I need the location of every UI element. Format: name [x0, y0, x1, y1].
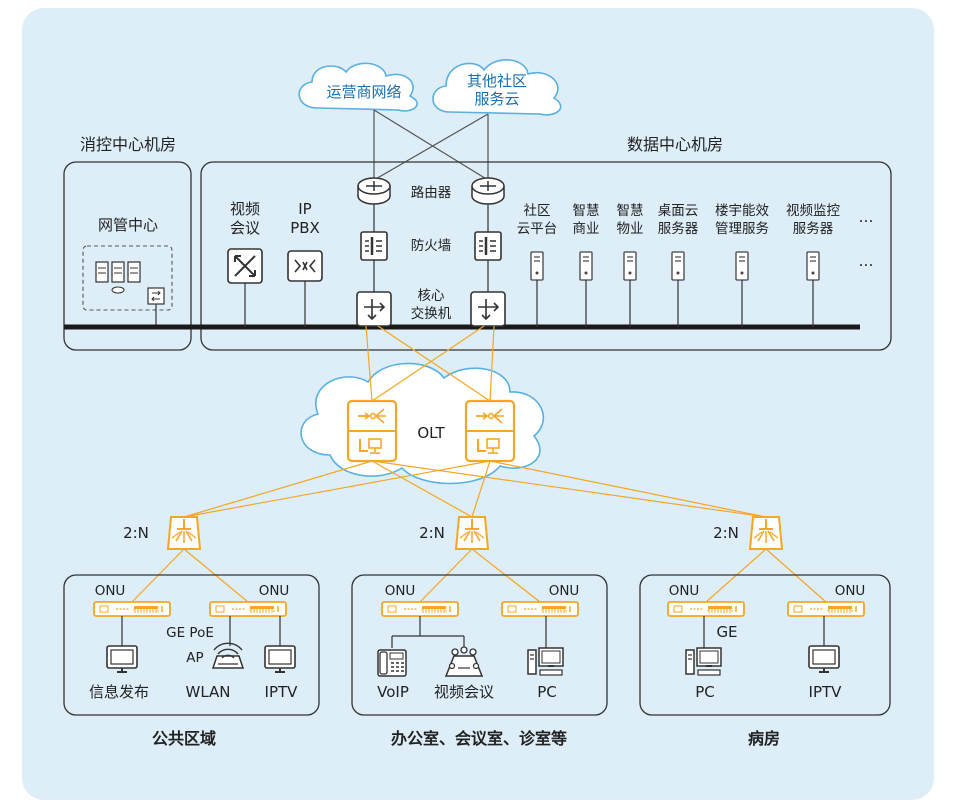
server-label-energy-1: 楼宇能效 [715, 203, 769, 219]
zone1-note-ge-poe: GE PoE [166, 625, 214, 641]
core-switch-label-2: 交换机 [411, 305, 452, 322]
nms-box [82, 245, 173, 311]
zone1-note-ap: AP [186, 650, 203, 666]
onu-label-4: ONU [549, 583, 580, 599]
onu-label-3: ONU [385, 583, 416, 599]
core-switch-icon-right [470, 291, 506, 327]
zone2-name: 办公室、会议室、诊室等 [391, 729, 567, 748]
server-label-property-2: 物业 [617, 221, 644, 237]
splitter-left [167, 516, 201, 550]
zone3-name: 病房 [748, 729, 780, 748]
data-center-title: 数据中心机房 [627, 135, 723, 154]
pc-icon-office [527, 647, 564, 676]
carrier-cloud-label: 运营商网络 [326, 83, 401, 101]
splitter-ratio-right: 2:N [713, 524, 739, 542]
onu-device-6 [787, 601, 865, 617]
core-olt-links [365, 325, 495, 402]
onu-label-1: ONU [95, 583, 126, 599]
zone2-device-pc: PC [537, 683, 557, 701]
server-label-community-1: 社区 [524, 203, 551, 219]
server-icon-energy [735, 251, 749, 281]
onu-device-2 [209, 601, 287, 617]
zone1-device-signage: 信息发布 [89, 683, 149, 701]
zone1-device-wlan: WLAN [185, 683, 230, 701]
server-icon-community [530, 251, 544, 281]
zone1-name: 公共区域 [152, 729, 216, 748]
wan-links [373, 109, 489, 181]
zone3-note-ge: GE [716, 623, 737, 641]
ellipsis-bottom: … [859, 252, 874, 270]
server-label-desktop-1: 桌面云 [658, 203, 699, 219]
olt-device-right [464, 399, 516, 463]
onu-label-2: ONU [259, 583, 290, 599]
iptv-monitor-icon-2 [808, 645, 840, 673]
router-label: 路由器 [411, 185, 452, 201]
server-label-commerce-2: 商业 [573, 221, 600, 237]
splitter-ratio-middle: 2:N [419, 524, 445, 542]
onu-label-5: ONU [669, 583, 700, 599]
server-label-property-1: 智慧 [617, 203, 644, 219]
voip-phone-icon [377, 649, 407, 677]
onu-device-1 [93, 601, 171, 617]
splitter-middle [455, 516, 489, 550]
data-center-box [200, 161, 892, 351]
server-label-energy-2: 管理服务 [715, 221, 769, 237]
ip-pbx-label-1: IP [298, 200, 311, 218]
zone1-device-iptv: IPTV [265, 683, 299, 701]
server-label-cctv-2: 服务器 [793, 221, 834, 237]
splitter-right [749, 516, 783, 550]
zone-box-ward [639, 574, 891, 716]
server-label-community-2: 云平台 [517, 221, 558, 237]
video-conf-label-1: 视频 [230, 200, 260, 218]
video-conference-terminal-icon [444, 646, 484, 677]
ellipsis-top: … [859, 208, 874, 226]
onu-label-6: ONU [835, 583, 866, 599]
server-label-desktop-2: 服务器 [658, 221, 699, 237]
zone-box-office [351, 574, 608, 716]
ip-pbx-label-2: PBX [290, 219, 320, 237]
nms-switch-icon [147, 287, 165, 305]
splitter-ratio-left: 2:N [123, 524, 149, 542]
community-cloud: 其他社区 服务云 [432, 59, 562, 116]
server-icon-commerce [579, 251, 593, 281]
community-cloud-label-2: 服务云 [474, 90, 519, 108]
pc-icon-ward [685, 647, 722, 676]
core-switch-icon-left [356, 291, 392, 327]
router-icon-right [471, 177, 505, 205]
server-label-commerce-1: 智慧 [573, 203, 600, 219]
onu-device-5 [667, 601, 745, 617]
zone-box-public [63, 574, 320, 716]
community-cloud-label-1: 其他社区 [467, 72, 527, 90]
video-conference-mcu-icon [227, 248, 263, 284]
onu-device-4 [501, 601, 579, 617]
zone2-device-video-conf: 视频会议 [434, 683, 494, 701]
olt-splitter-links [183, 460, 767, 518]
wifi-ap-icon [211, 642, 245, 669]
nms-label: 网管中心 [98, 216, 158, 234]
ip-pbx-icon [287, 250, 323, 282]
fire-control-room-title: 消控中心机房 [80, 135, 176, 154]
server-icon-desktop [671, 251, 685, 281]
fire-control-room-box [63, 161, 192, 351]
onu-device-3 [381, 601, 459, 617]
olt-device-left [346, 399, 398, 463]
zone3-device-iptv: IPTV [809, 683, 843, 701]
iptv-monitor-icon-1 [264, 645, 296, 673]
server-icon-cctv [806, 251, 820, 281]
firewall-icon-right [474, 231, 502, 261]
carrier-cloud: 运营商网络 [298, 62, 418, 112]
nms-server-rack-icon [95, 261, 141, 294]
signage-monitor-icon [106, 645, 138, 673]
firewall-icon-left [360, 231, 388, 261]
router-icon-left [357, 177, 391, 205]
server-label-cctv-1: 视频监控 [786, 203, 840, 219]
core-switch-label-1: 核心 [418, 288, 445, 304]
zone2-device-voip: VoIP [377, 683, 409, 701]
olt-label: OLT [417, 424, 445, 442]
server-icon-property [623, 251, 637, 281]
firewall-label: 防火墙 [411, 238, 452, 254]
zone3-device-pc: PC [695, 683, 715, 701]
video-conf-label-2: 会议 [230, 219, 260, 237]
